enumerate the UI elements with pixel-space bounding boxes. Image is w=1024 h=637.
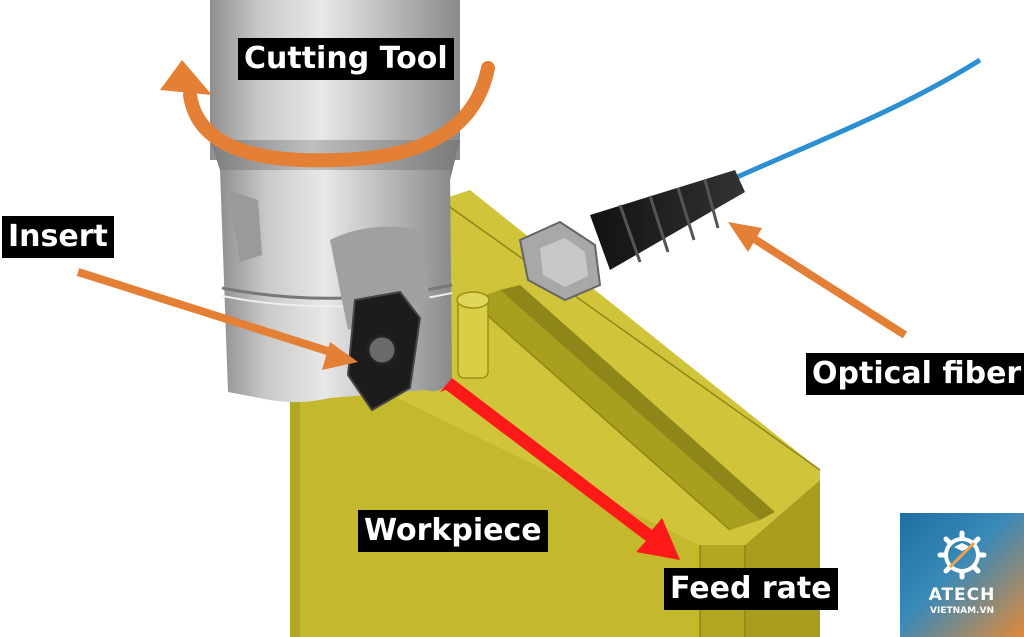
logo-domain: VIETNAM.VN [930,606,994,616]
rotation-arrow [160,60,495,168]
logo-name: ATECH [928,585,996,605]
atech-logo: ATECH VIETNAM.VN [900,513,1024,637]
fiber-pointer-arrow [728,222,908,339]
insert-pointer-arrow [76,268,358,370]
optical-fiber-cable [518,57,982,302]
label-feed-rate: Feed rate [664,568,838,610]
label-insert: Insert [2,216,114,258]
label-optical-fiber: Optical fiber [806,353,1024,395]
label-cutting-tool: Cutting Tool [238,38,454,80]
feed-rate-arrow [440,378,680,560]
gear-wrench-icon [937,530,987,580]
label-workpiece: Workpiece [358,510,548,552]
